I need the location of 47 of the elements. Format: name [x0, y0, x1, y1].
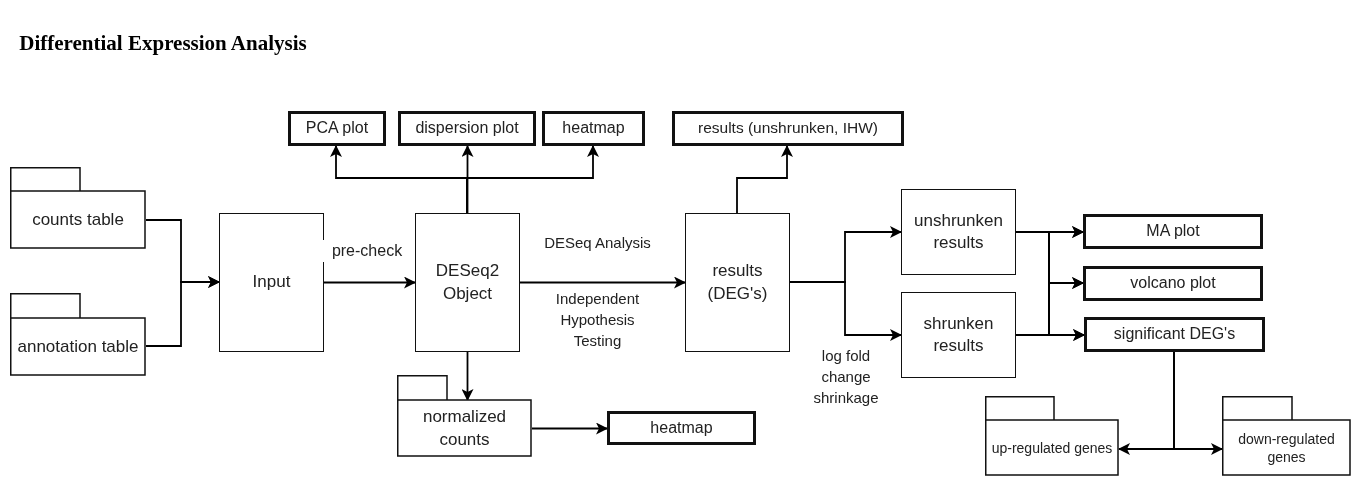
- arrow: [519, 276, 686, 289]
- node-label: normalized counts: [421, 406, 508, 451]
- node-label: PCA plot: [305, 118, 369, 139]
- node-label: counts table: [32, 208, 124, 231]
- diagram-title: Differential Expression Analysis: [18, 30, 308, 57]
- arrow: [145, 276, 220, 347]
- arrow: [531, 422, 608, 435]
- process-box: [685, 213, 790, 352]
- node-label: results (unshrunken, IHW): [698, 118, 878, 139]
- node-label: results (DEG's): [706, 260, 769, 305]
- node-label: shrunken results: [922, 312, 995, 357]
- node-label: heatmap: [650, 417, 713, 438]
- process-box: [1084, 317, 1265, 352]
- process-box: [1083, 266, 1263, 301]
- arrow: [461, 351, 474, 401]
- node-label: dispersion plot: [415, 118, 519, 139]
- node-label: annotation table: [17, 335, 139, 358]
- arrow: [1173, 351, 1223, 455]
- process-box: [398, 111, 536, 146]
- arrow: [466, 145, 599, 214]
- process-box: [219, 213, 324, 352]
- node-label: Input: [252, 271, 291, 294]
- node-label: MA plot: [1146, 221, 1200, 242]
- node-label: unshrunken results: [913, 209, 1004, 254]
- node-label: significant DEG's: [1113, 324, 1236, 345]
- node-label: volcano plot: [1130, 273, 1216, 294]
- process-box: [672, 111, 904, 146]
- process-box: [901, 292, 1016, 378]
- arrow: [323, 276, 416, 289]
- arrow: [1015, 329, 1085, 341]
- folder-box: [1222, 396, 1351, 476]
- folder-box: [397, 375, 532, 457]
- folder-box: [10, 293, 146, 376]
- process-box: [288, 111, 386, 146]
- node-label: heatmap: [562, 118, 625, 139]
- process-box: [415, 213, 520, 352]
- process-box: [542, 111, 645, 146]
- process-box: [901, 189, 1016, 275]
- node-label: up-regulated genes: [991, 438, 1113, 458]
- node-label: DESeq2 Object: [434, 260, 501, 305]
- process-box: [607, 411, 756, 445]
- arrow: [789, 281, 902, 341]
- folder-box: [10, 167, 146, 249]
- process-box: [1083, 214, 1263, 249]
- folder-box: [985, 396, 1119, 476]
- arrow: [736, 145, 793, 214]
- node-label: down-regulated genes: [1237, 429, 1336, 467]
